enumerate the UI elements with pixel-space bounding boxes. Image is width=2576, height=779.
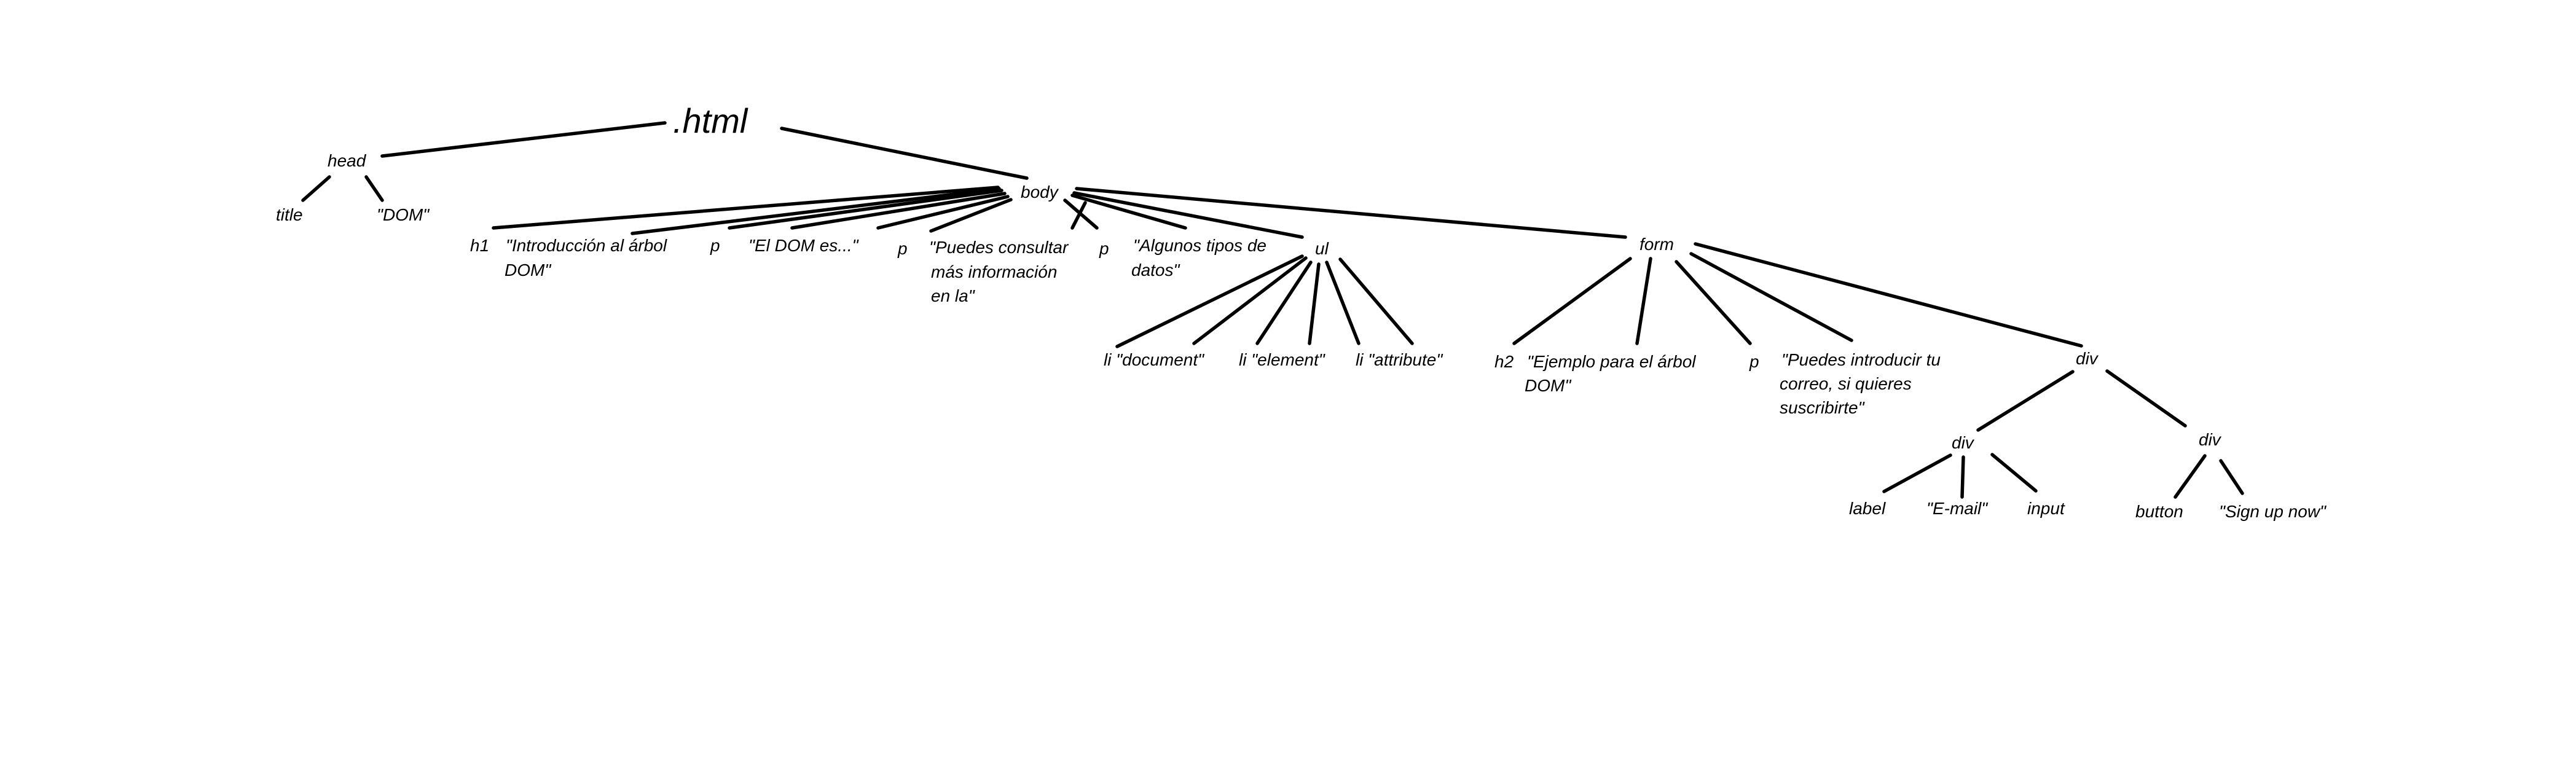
node-label: label [1849, 499, 1886, 518]
edge-diva-email [1960, 455, 1965, 499]
node-p2-text-line-3: en la" [931, 286, 975, 305]
node-signup-text: "Sign up now" [2219, 502, 2327, 521]
edge-body-h1 [492, 186, 1000, 230]
tree-nodes: .html head title "DOM" body h1 "Introduc… [276, 101, 2327, 521]
node-h2-text-line-2: DOM" [1525, 376, 1571, 395]
tree-edges [301, 121, 2244, 499]
node-ul: ul [1315, 239, 1329, 258]
edge-form-h2 [1512, 257, 1632, 345]
node-h2-text-line-1: "Ejemplo para el árbol [1527, 352, 1696, 371]
node-div-b: div [2199, 430, 2222, 449]
node-body: body [1021, 182, 1059, 202]
edge-head-title [301, 175, 331, 202]
node-form-p-text-line-3: suscribirte" [1780, 398, 1865, 417]
node-p2-text-line-2: más información [931, 262, 1057, 281]
edge-divb-button [2174, 454, 2207, 499]
node-p1-text: "El DOM es..." [748, 236, 859, 255]
node-h2: h2 [1494, 352, 1514, 371]
node-h1-text-line-1: "Introducción al árbol [506, 236, 667, 255]
edge-ul-li3 [1325, 260, 1361, 345]
node-form: form [1639, 235, 1674, 254]
node-head: head [328, 151, 367, 170]
node-p3-text-line-1: "Algunos tipos de [1133, 236, 1266, 255]
node-form-p-text-line-1: "Puedes introducir tu [1781, 350, 1941, 369]
edge-body-p2 [876, 195, 1010, 230]
edge-form-p [1675, 260, 1752, 345]
node-li-attribute: li "attribute" [1356, 350, 1443, 369]
node-p2: p [897, 239, 908, 258]
edge-form-div [1694, 242, 2083, 348]
edge-html-body [780, 127, 1029, 180]
edge-diva-input [1990, 453, 2038, 493]
node-input: input [2027, 499, 2065, 518]
edge-ul-li2-text [1308, 262, 1321, 345]
edge-body-p1 [728, 189, 1003, 230]
node-li-element: li "element" [1239, 350, 1325, 369]
node-form-p-text-line-2: correo, si quieres [1780, 374, 1912, 393]
node-form-p: p [1749, 352, 1759, 371]
edge-form-p-text [1689, 252, 1853, 342]
node-div-a: div [1952, 433, 1975, 452]
edge-html-head [380, 121, 667, 158]
edge-ul-li3-text [1338, 257, 1414, 345]
node-h1-text-line-2: DOM" [505, 260, 551, 280]
edge-div-diva [1976, 370, 2075, 432]
edge-ul-li2 [1255, 260, 1313, 345]
edge-ul-li1-text [1192, 256, 1308, 345]
node-p2-text-line-1: "Puedes consultar [929, 238, 1069, 257]
node-li-document: li "document" [1104, 350, 1204, 369]
node-p3-text-line-2: datos" [1131, 260, 1180, 280]
node-div: div [2076, 349, 2099, 368]
node-title: title [276, 205, 303, 224]
edge-body-p1-text [790, 192, 1007, 230]
edge-body-ul [1072, 191, 1304, 239]
node-head-dom-text: "DOM" [377, 205, 430, 224]
edge-body-p3-text [1063, 198, 1099, 230]
edge-diva-label [1882, 453, 1952, 493]
node-button: button [2135, 502, 2183, 521]
edge-body-p2-text [929, 198, 1013, 233]
edge-ul-li1 [1115, 254, 1304, 348]
edge-div-divb [2105, 369, 2187, 428]
edge-divb-signup [2219, 459, 2244, 495]
edge-body-form [1075, 187, 1627, 239]
node-html-root: .html [673, 101, 748, 140]
edge-body-p3-label [1070, 194, 1187, 230]
node-h1: h1 [470, 236, 489, 255]
node-p3: p [1099, 239, 1109, 258]
node-p1: p [710, 236, 720, 255]
edge-head-dom [364, 175, 384, 202]
edge-body-h1-text [630, 187, 1001, 235]
node-email-text: "E-mail" [1926, 499, 1988, 518]
edge-form-h2-text [1635, 257, 1652, 345]
edge-body-p3 [1070, 201, 1087, 230]
